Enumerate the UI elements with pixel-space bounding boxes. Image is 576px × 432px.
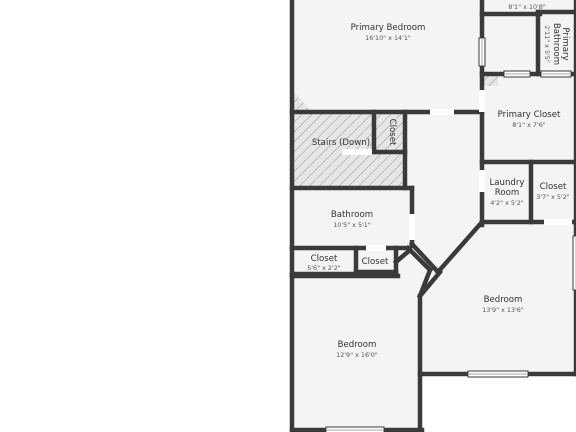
door-gap-primary-bedroom bbox=[430, 109, 454, 115]
room-dims-primary-bathroom: 2'11" x 5'5" bbox=[543, 25, 551, 63]
room-name-laundry-line1: Laundry bbox=[489, 178, 524, 188]
room-dims-bathroom: 10'5" x 5'1" bbox=[333, 221, 371, 229]
room-dims-laundry: 4'2" x 5'2" bbox=[490, 199, 524, 207]
hatch-primary-closet-corner bbox=[484, 76, 498, 86]
room-dims-primary-closet: 8'1" x 7'6" bbox=[512, 121, 546, 129]
room-dims-bedroom-left: 12'9" x 16'0" bbox=[336, 351, 378, 359]
room-dims-closet-laundry: 3'7" x 5'2" bbox=[536, 193, 570, 201]
door-gap-closet-laundry bbox=[544, 219, 572, 225]
room-name-closet-left: Closet bbox=[311, 254, 338, 264]
floor-area bbox=[292, 0, 576, 430]
windows bbox=[325, 37, 576, 432]
room-dims-top-right: 8'1" x 10'8" bbox=[508, 3, 546, 11]
room-name-primary-bedroom: Primary Bedroom bbox=[351, 23, 426, 33]
room-dims-primary-bedroom: 16'10" x 14'1" bbox=[365, 34, 411, 42]
room-name-bathroom: Bathroom bbox=[331, 210, 373, 220]
room-name-primary-closet: Primary Closet bbox=[498, 110, 561, 120]
room-name-bedroom-right: Bedroom bbox=[484, 295, 523, 305]
room-dims-closet-left: 5'6" x 2'2" bbox=[307, 264, 341, 272]
door-gap-primary-closet bbox=[479, 90, 485, 112]
primary-bathroom-label: Primary Bathroom 2'11" x 5'5" bbox=[543, 23, 570, 65]
room-name-stairs: Stairs (Down) bbox=[312, 138, 370, 148]
room-name-closet-small: Closet bbox=[362, 257, 389, 267]
room-name-bedroom-left: Bedroom bbox=[338, 340, 377, 350]
room-name-laundry-line2: Room bbox=[495, 188, 519, 198]
room-name-closet-laundry: Closet bbox=[540, 182, 567, 192]
room-name-closet-stairs: Closet bbox=[387, 119, 397, 146]
door-gap-laundry bbox=[479, 170, 485, 192]
door-gap-bathroom bbox=[409, 214, 415, 240]
room-dims-bedroom-right: 13'9" x 13'6" bbox=[482, 306, 524, 314]
room-name-primary-bathroom-line1: Primary bbox=[560, 27, 570, 60]
corner-hatch-primary-bedroom bbox=[294, 92, 312, 112]
room-name-primary-bathroom-line2: Bathroom bbox=[551, 23, 561, 65]
door-gap-closet-left bbox=[366, 245, 386, 251]
door-gap-stairs bbox=[342, 149, 372, 155]
